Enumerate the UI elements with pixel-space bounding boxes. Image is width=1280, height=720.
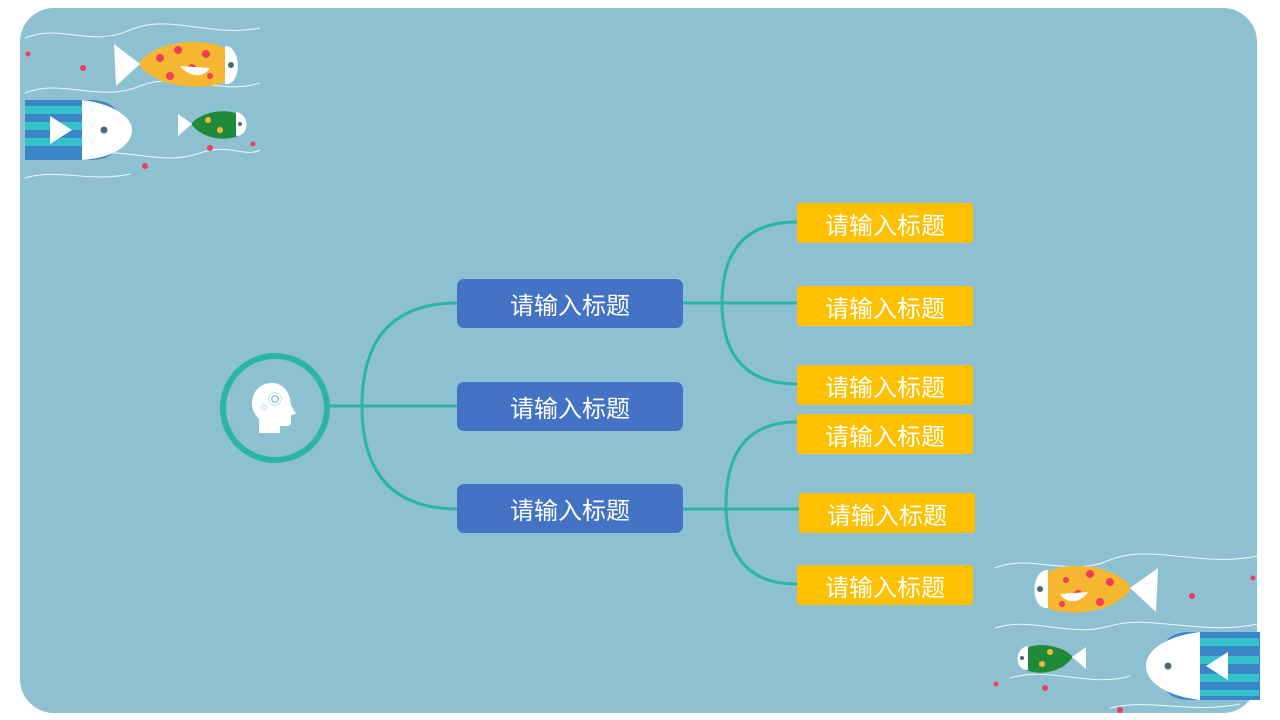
branch-node-1: 请输入标题: [457, 279, 683, 328]
leaf-node-1-1: 请输入标题: [797, 203, 973, 243]
leaf-node-1-2: 请输入标题: [797, 286, 973, 326]
branch-node-2: 请输入标题: [457, 382, 683, 431]
root-node: [220, 353, 330, 463]
connector-branch3-leaf1-3: [724, 420, 798, 586]
fish-illustration-bottom-right: [993, 553, 1260, 713]
leaf-node-3-3: 请输入标题: [797, 565, 973, 605]
fish-illustration-top-left: [24, 23, 261, 179]
branch-node-3: 请输入标题: [457, 484, 683, 533]
connector-branch1-leaf1-3: [720, 220, 798, 386]
connector-root-branch-1-3: [360, 301, 459, 511]
leaf-node-3-2: 请输入标题: [799, 493, 975, 533]
leaf-node-3-1: 请输入标题: [797, 414, 973, 454]
head-gears-icon: [252, 383, 296, 433]
leaf-node-1-3: 请输入标题: [797, 365, 973, 405]
